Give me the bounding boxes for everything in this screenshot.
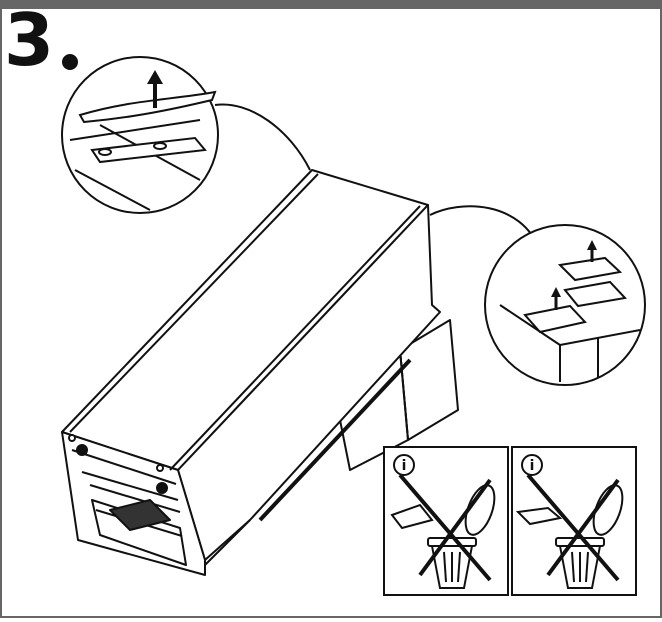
step-number: 3 bbox=[4, 0, 54, 82]
info-icon-label: i bbox=[530, 458, 535, 474]
top-bar bbox=[1, 1, 661, 9]
notice-panel-1: i bbox=[383, 446, 509, 596]
trash-bin-icon bbox=[555, 484, 624, 589]
info-icon bbox=[393, 454, 415, 476]
up-arrow-icon bbox=[147, 70, 163, 84]
trash-bin-icon bbox=[427, 484, 496, 589]
detail-bubble-protective-film bbox=[61, 56, 311, 214]
back-support-block bbox=[339, 319, 459, 471]
detail-bubble-corner-pad bbox=[429, 205, 646, 386]
cabinet-box bbox=[61, 169, 441, 576]
cross-out-icon bbox=[398, 473, 492, 582]
notice-panel-2: i bbox=[511, 446, 637, 596]
info-icon-label: i bbox=[402, 458, 407, 474]
up-arrow-icon bbox=[587, 240, 597, 250]
pad-sheet-icon bbox=[515, 506, 563, 526]
film-sheet-icon bbox=[390, 503, 434, 530]
cross-out-icon bbox=[526, 473, 620, 582]
step-number-period bbox=[62, 54, 78, 70]
info-icon bbox=[521, 454, 543, 476]
up-arrow-icon bbox=[551, 287, 561, 297]
